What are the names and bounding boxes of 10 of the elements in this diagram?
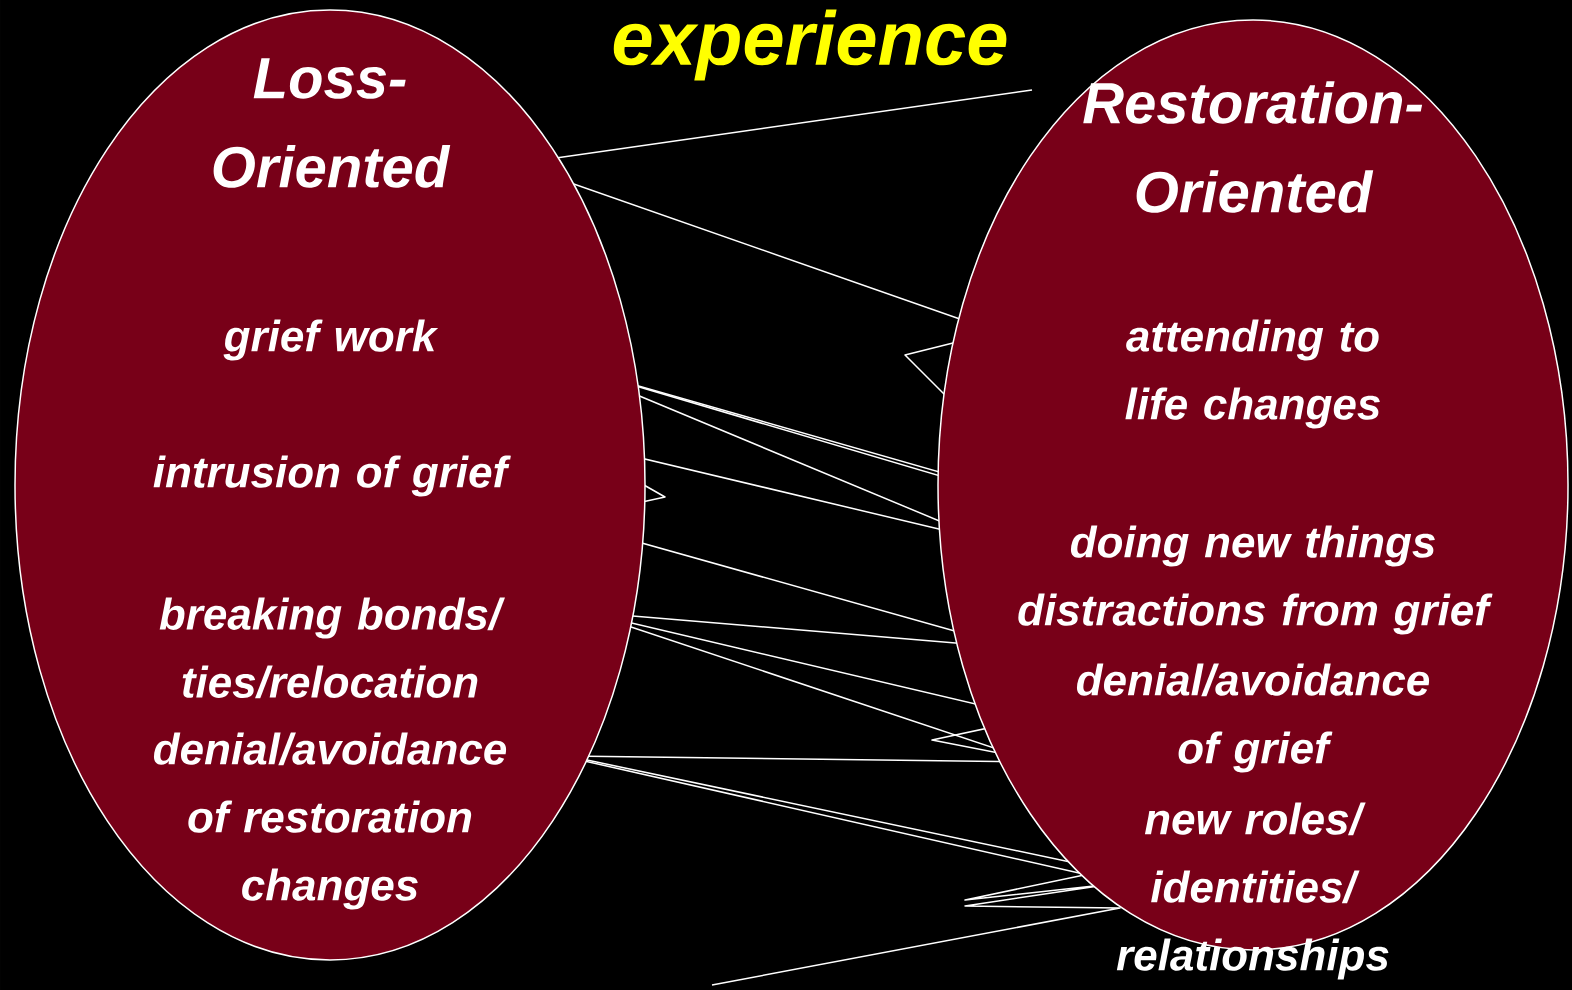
oval-text: denial/avoidance of restoration changes — [153, 732, 507, 910]
oval-heading: Loss- Oriented — [213, 58, 451, 188]
oval-text: distractions from grief — [1018, 593, 1493, 635]
oval-text: new roles/ identities/ relationships — [1116, 802, 1389, 980]
oval-heading: Restoration- Oriented — [1083, 81, 1423, 213]
title: experience — [613, 9, 1007, 81]
oval-text: grief work — [223, 319, 439, 361]
oval-text: intrusion of grief — [153, 455, 511, 497]
oval-text: attending to life changes — [1125, 319, 1380, 429]
oval-text: doing new things — [1070, 525, 1435, 567]
